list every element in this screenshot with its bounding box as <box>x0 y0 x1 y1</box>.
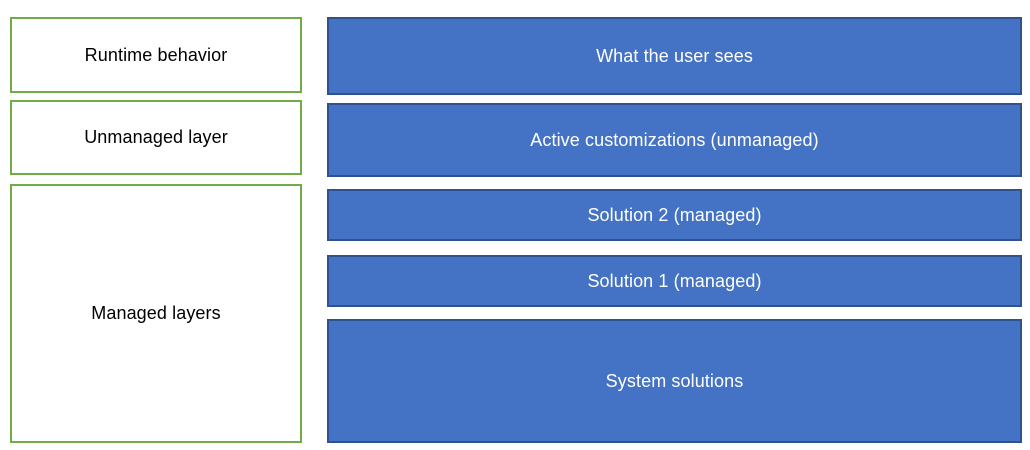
solution-1-label: Solution 1 (managed) <box>587 270 762 291</box>
layer-box-system-solutions: System solutions <box>327 319 1022 443</box>
solution-2-label: Solution 2 (managed) <box>587 204 762 225</box>
layer-box-active-customizations: Active customizations (unmanaged) <box>327 103 1022 177</box>
layer-box-solution-2: Solution 2 (managed) <box>327 189 1022 241</box>
layer-box-solution-1: Solution 1 (managed) <box>327 255 1022 307</box>
layer-box-unmanaged-layer: Unmanaged layer <box>10 100 302 175</box>
what-the-user-sees-label: What the user sees <box>596 45 753 66</box>
runtime-behavior-label: Runtime behavior <box>84 44 228 65</box>
layer-box-managed-layers: Managed layers <box>10 184 302 443</box>
layer-box-runtime-behavior: Runtime behavior <box>10 17 302 93</box>
layer-box-what-the-user-sees: What the user sees <box>327 17 1022 95</box>
managed-layers-label: Managed layers <box>91 303 221 323</box>
active-customizations-label: Active customizations (unmanaged) <box>530 129 819 150</box>
system-solutions-label: System solutions <box>605 370 744 391</box>
unmanaged-layer-label: Unmanaged layer <box>84 127 228 147</box>
